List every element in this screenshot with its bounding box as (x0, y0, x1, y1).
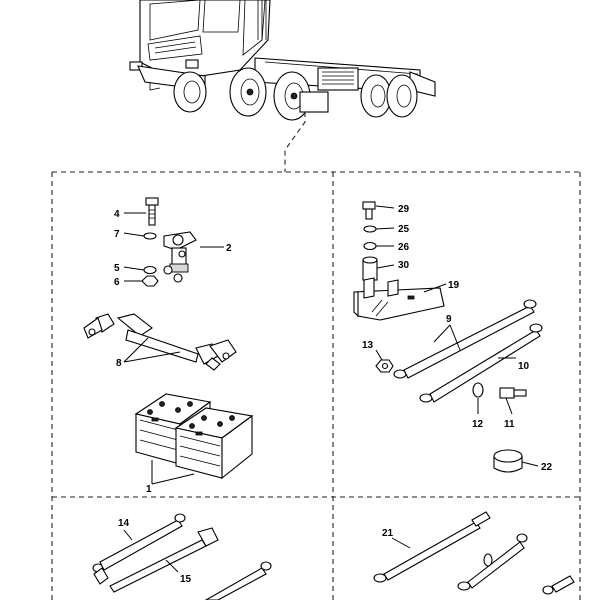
cable-icon (542, 575, 575, 595)
cable-icon (83, 313, 237, 371)
bolt-icon (145, 197, 159, 226)
callout-30: 30 (398, 260, 410, 271)
callout-26: 26 (398, 242, 410, 253)
truck-wheel (229, 67, 267, 117)
washer-icon (143, 265, 157, 275)
callout-13: 13 (362, 340, 374, 351)
callout-21: 21 (382, 528, 394, 539)
cable-icon (393, 299, 537, 379)
battery-icon (174, 407, 254, 480)
washer-icon (363, 225, 377, 233)
callout-14: 14 (118, 518, 130, 529)
cable-icon (419, 323, 543, 403)
callout-10: 10 (518, 361, 530, 372)
nut-icon (141, 275, 159, 287)
callout-labels: 4 7 2 5 6 8 1 29 25 26 30 19 9 13 10 12 … (114, 204, 553, 585)
cable-icon (204, 561, 272, 600)
bracket-icon (353, 277, 445, 321)
battery-terminal-icon (163, 231, 197, 283)
callout-5: 5 (114, 263, 120, 274)
panel-bottom-right (373, 511, 575, 595)
cable-icon (93, 527, 219, 593)
terminal-cap-icon (493, 449, 523, 473)
callout-6: 6 (114, 277, 120, 288)
washer-icon (143, 232, 157, 240)
callout-9: 9 (446, 314, 452, 325)
callout-22: 22 (541, 462, 553, 473)
callout-2: 2 (226, 243, 232, 254)
callout-12: 12 (472, 419, 484, 430)
callout-1: 1 (146, 484, 152, 495)
callout-19: 19 (448, 280, 460, 291)
truck-wheel (173, 71, 207, 113)
panel-bottom-left (92, 513, 272, 600)
truck-illustration (129, 0, 436, 121)
callout-15: 15 (180, 574, 192, 585)
bolt-icon (362, 201, 376, 220)
callout-8: 8 (116, 358, 122, 369)
washer-icon (363, 241, 377, 251)
cable-icon (457, 533, 528, 591)
spacer-icon (362, 256, 378, 281)
callout-11: 11 (504, 419, 515, 430)
panel-frame (51, 171, 581, 600)
bolt-icon (499, 387, 527, 399)
callout-4: 4 (114, 209, 120, 220)
panel-top-left (83, 197, 254, 485)
leader-line (284, 112, 306, 172)
truck-wheel (386, 74, 418, 118)
panel-top-right (353, 201, 543, 473)
callout-25: 25 (398, 224, 410, 235)
cable-icon (373, 511, 491, 583)
washer-icon (472, 382, 484, 398)
nut-icon (375, 359, 394, 373)
callout-29: 29 (398, 204, 410, 215)
callout-7: 7 (114, 229, 120, 240)
